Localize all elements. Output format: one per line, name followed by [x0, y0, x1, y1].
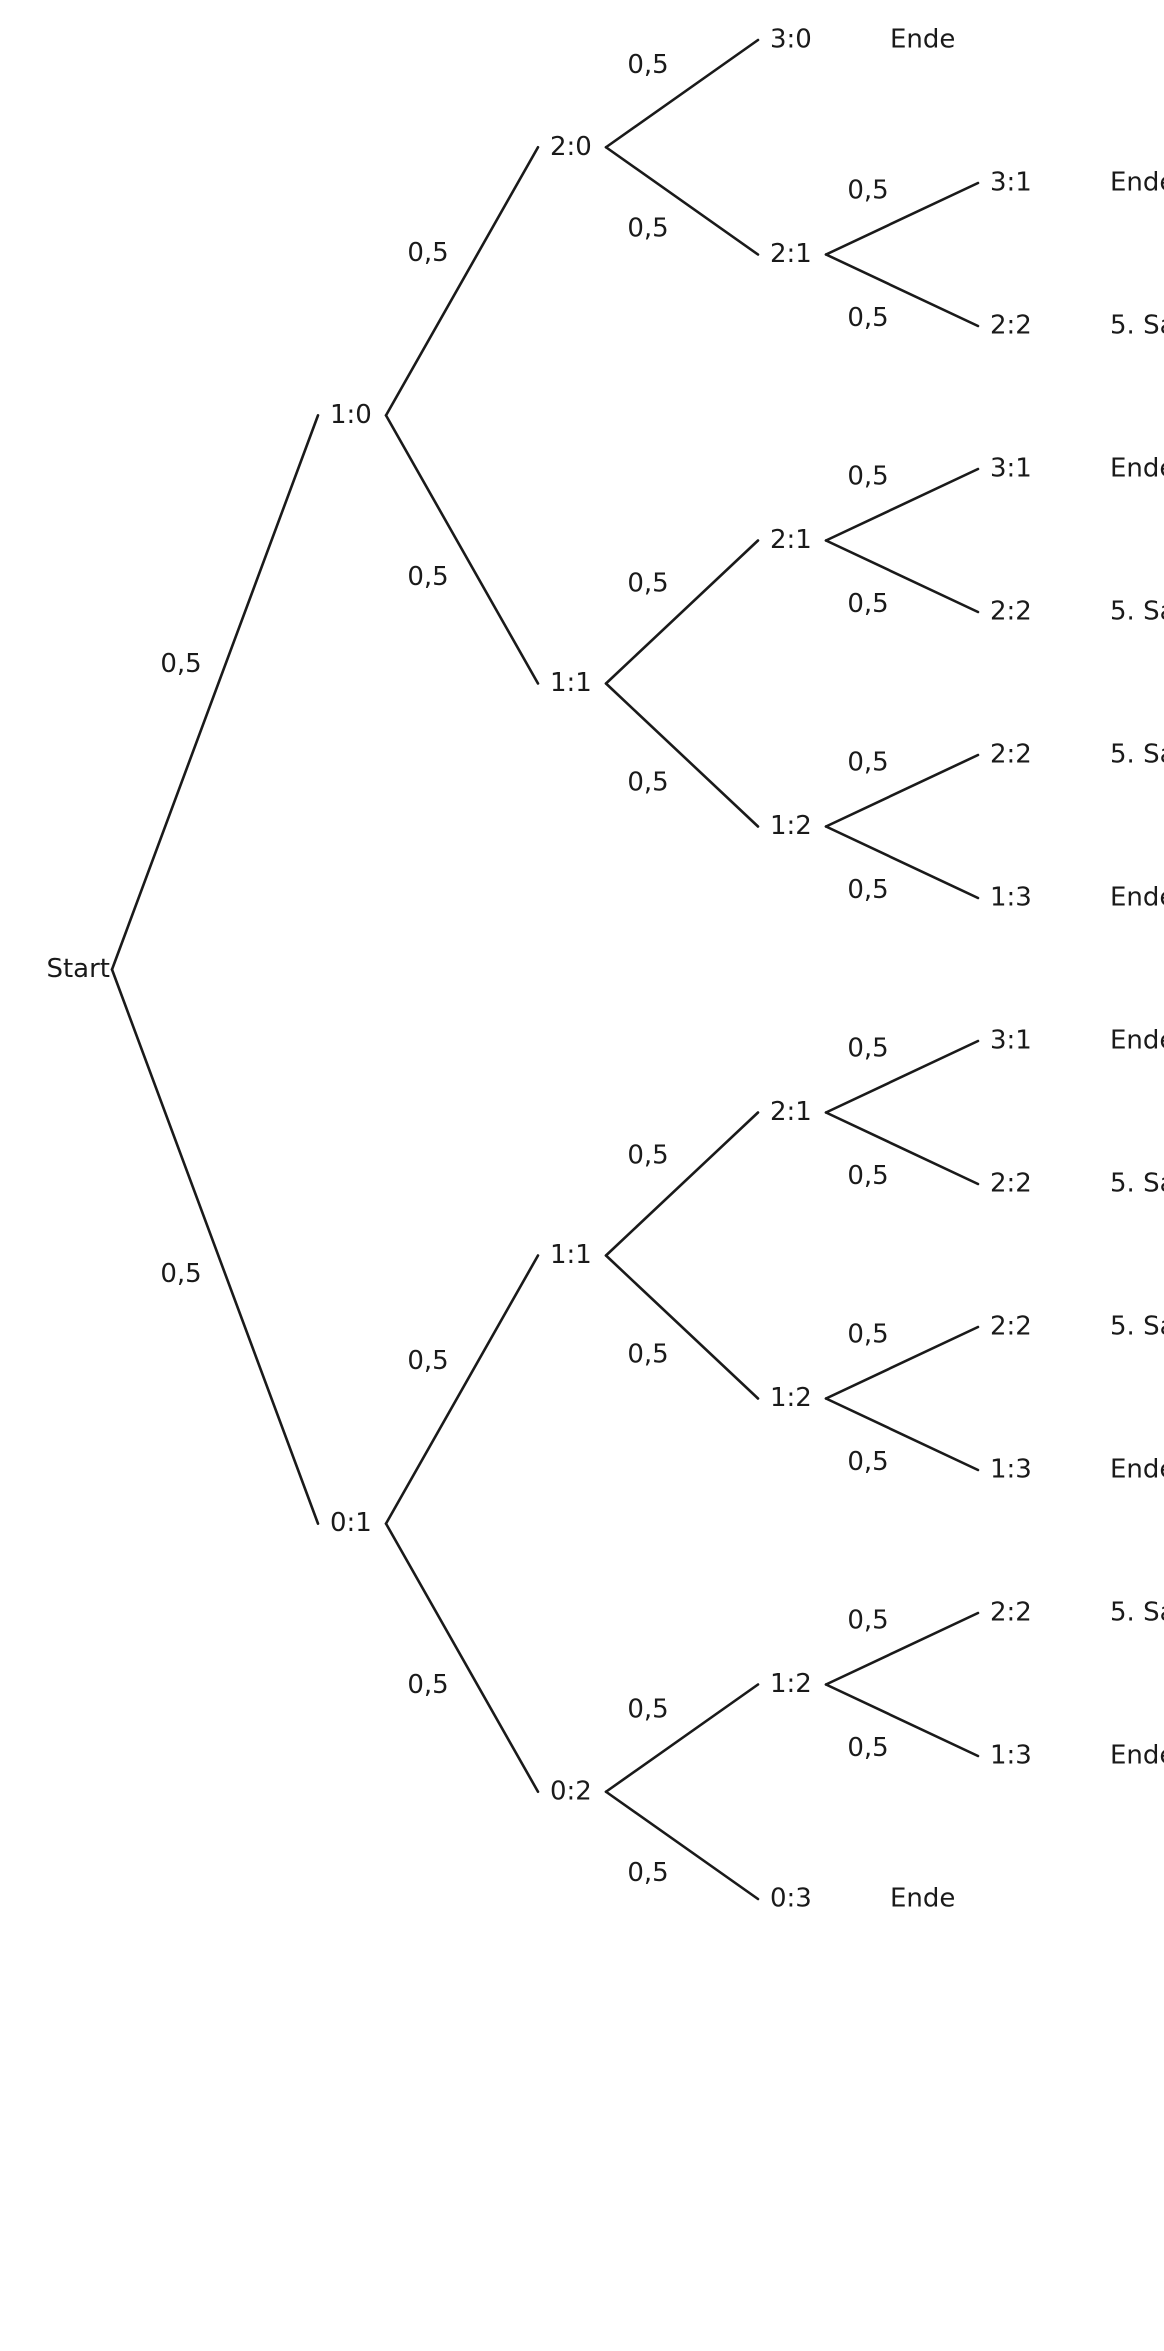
branch-probability: 0,5 — [407, 1346, 448, 1376]
branch-probability: 0,5 — [847, 461, 888, 491]
outcome-label: Ende — [890, 25, 955, 55]
tree-branch — [604, 1254, 760, 1400]
node-label-score: 1:3 — [990, 1741, 1032, 1771]
tree-branch — [384, 145, 540, 417]
tree-branch — [824, 1325, 980, 1400]
branch-probability: 0,5 — [627, 1858, 668, 1888]
branch-probability: 0,5 — [627, 1141, 668, 1171]
tree-branch — [824, 1111, 980, 1186]
tree-branch — [824, 1039, 980, 1114]
tree-branch — [604, 682, 760, 828]
node-label-score: 2:1 — [770, 525, 812, 555]
node-label-score: 2:1 — [770, 239, 812, 269]
outcome-label: 5. Satz — [1110, 1312, 1164, 1342]
branch-probability: 0,5 — [627, 569, 668, 599]
node-label-score: 1:2 — [770, 1669, 812, 1699]
branch-probability: 0,5 — [847, 1161, 888, 1191]
outcome-label: 5. Satz — [1110, 1169, 1164, 1199]
outcome-label: 5. Satz — [1110, 1598, 1164, 1628]
branch-probability: 0,5 — [627, 1340, 668, 1370]
tree-branch — [384, 1254, 540, 1525]
node-label-score: 0:2 — [550, 1776, 592, 1806]
node-label-score: 1:1 — [550, 1240, 592, 1270]
branch-probability: 0,5 — [627, 213, 668, 243]
branch-probability: 0,5 — [847, 1033, 888, 1063]
branch-probability: 0,5 — [847, 175, 888, 205]
tree-branch — [384, 414, 540, 685]
node-label-score: 0:1 — [330, 1508, 372, 1538]
node-label-score: 1:2 — [770, 1383, 812, 1413]
tree-branch — [604, 1790, 760, 1901]
outcome-label: Ende — [1110, 168, 1164, 198]
tree-branch — [604, 1683, 760, 1794]
branch-probability: 0,5 — [627, 50, 668, 80]
node-label-score: 1:0 — [330, 400, 372, 430]
branch-probability: 0,5 — [847, 589, 888, 619]
outcome-label: 5. Satz — [1110, 597, 1164, 627]
node-label-score: 3:1 — [990, 454, 1032, 484]
node-label-score: 2:2 — [990, 740, 1032, 770]
node-label-start: Start — [46, 954, 110, 984]
outcome-label: 5. Satz — [1110, 311, 1164, 341]
branch-probability: 0,5 — [847, 1447, 888, 1477]
node-label-score: 1:3 — [990, 1455, 1032, 1485]
tree-branch — [824, 1611, 980, 1686]
node-label-score: 3:0 — [770, 25, 812, 55]
node-label-score: 1:1 — [550, 668, 592, 698]
tree-branch — [604, 539, 760, 685]
outcome-label: Ende — [1110, 883, 1164, 913]
branch-probability: 0,5 — [627, 1695, 668, 1725]
node-label-score: 1:2 — [770, 811, 812, 841]
tree-branch — [384, 1522, 540, 1794]
outcome-label: Ende — [1110, 1026, 1164, 1056]
tree-branch — [824, 753, 980, 828]
tree-branch — [824, 1683, 980, 1758]
branch-probability: 0,5 — [160, 1259, 201, 1289]
node-label-score: 2:2 — [990, 1169, 1032, 1199]
node-label-score: 3:1 — [990, 168, 1032, 198]
node-label-score: 1:3 — [990, 883, 1032, 913]
branch-probability: 0,5 — [847, 875, 888, 905]
outcome-label: Ende — [890, 1884, 955, 1914]
node-label-score: 2:2 — [990, 311, 1032, 341]
node-label-score: 0:3 — [770, 1884, 812, 1914]
branch-probability: 0,5 — [160, 649, 201, 679]
branch-probability: 0,5 — [847, 1733, 888, 1763]
tree-branch — [824, 539, 980, 614]
branch-probability: 0,5 — [847, 747, 888, 777]
branch-probability: 0,5 — [847, 1605, 888, 1635]
outcome-label: 5. Satz — [1110, 740, 1164, 770]
branch-probability: 0,5 — [407, 562, 448, 592]
tree-branch — [604, 38, 760, 149]
branch-probability: 0,5 — [407, 238, 448, 268]
branch-probability: 0,5 — [847, 1319, 888, 1349]
tree-branch — [824, 825, 980, 900]
outcome-label: Ende — [1110, 454, 1164, 484]
tree-branch — [824, 1397, 980, 1472]
node-label-score: 2:2 — [990, 597, 1032, 627]
tree-branch — [110, 968, 320, 1525]
node-label-score: 2:0 — [550, 132, 592, 162]
node-label-score: 3:1 — [990, 1026, 1032, 1056]
tree-branch — [824, 467, 980, 542]
node-label-score: 2:1 — [770, 1097, 812, 1127]
tree-branch — [604, 1111, 760, 1257]
branch-probability: 0,5 — [627, 768, 668, 798]
node-label-score: 2:2 — [990, 1598, 1032, 1628]
node-label-score: 2:2 — [990, 1312, 1032, 1342]
branch-probability: 0,5 — [847, 303, 888, 333]
tree-branch — [110, 414, 320, 971]
outcome-label: Ende — [1110, 1455, 1164, 1485]
tree-branch — [824, 181, 980, 256]
outcome-label: Ende — [1110, 1741, 1164, 1771]
tree-branch — [604, 145, 760, 256]
branch-probability: 0,5 — [407, 1670, 448, 1700]
tree-branch — [824, 253, 980, 328]
